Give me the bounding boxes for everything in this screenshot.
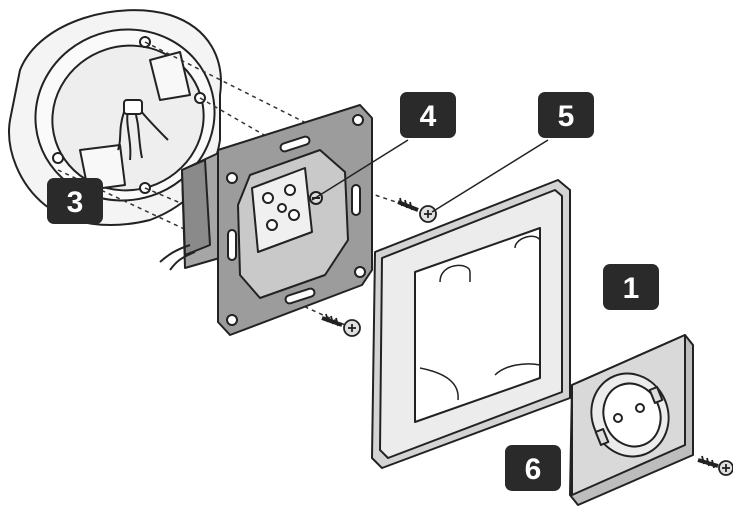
- badge-5-label: 5: [558, 100, 575, 133]
- mechanism-screw-lower: [321, 313, 361, 337]
- socket-cover: [569, 334, 694, 506]
- badge-6: 6: [505, 445, 561, 491]
- cover-screw: [697, 455, 733, 476]
- badge-5: 5: [538, 92, 594, 138]
- badge-6-label: 6: [525, 453, 542, 486]
- badge-4: 4: [400, 92, 456, 138]
- socket-mechanism: [159, 104, 373, 336]
- badge-1-label: 1: [623, 272, 640, 305]
- cover-frame: [371, 179, 571, 469]
- mechanism-screw-upper: [397, 197, 437, 223]
- badge-4-label: 4: [420, 100, 437, 133]
- leader-lines: [311, 139, 549, 213]
- badge-3: 3: [47, 178, 103, 224]
- badge-1: 1: [603, 264, 659, 310]
- badge-3-label: 3: [67, 186, 84, 219]
